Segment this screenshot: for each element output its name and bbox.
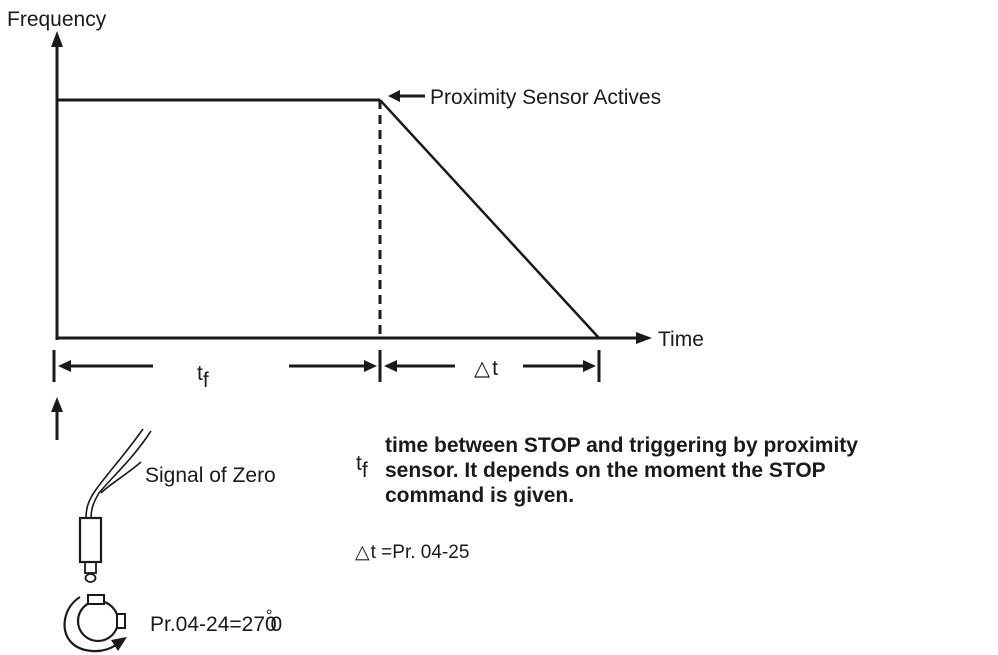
x-axis-arrowhead (636, 332, 652, 344)
proximity-pointer-arrowhead (388, 90, 400, 102)
legend-tf-line-3: command is given. (385, 484, 574, 507)
proximity-sensor-drawing (78, 428, 152, 583)
delta-t-label: △t (474, 357, 498, 380)
tf-label: tf (197, 362, 209, 392)
x-axis (57, 332, 652, 344)
legend-pr-04-24: Pr.04-24=270°0 (150, 606, 282, 636)
delta-t-dimension (384, 350, 601, 382)
encoder-disk-drawing (63, 594, 127, 653)
legend-tf-line-1: time between STOP and triggering by prox… (385, 434, 858, 457)
legend-tf-symbol: tf (356, 452, 368, 482)
proximity-sensor-label: Proximity Sensor Actives (430, 86, 661, 109)
y-axis-label: Frequency (7, 8, 107, 31)
legend-tf-line-2: sensor. It depends on the moment the STO… (385, 459, 826, 482)
x-axis-label: Time (658, 328, 704, 351)
deceleration-ramp (379, 99, 600, 339)
y-axis-arrowhead (51, 31, 63, 47)
tf-dimension (52, 350, 382, 382)
signal-of-zero-label: Signal of Zero (145, 464, 276, 487)
zero-signal-arrowhead (51, 397, 63, 412)
rotation-arrowhead-icon (111, 637, 127, 651)
rotation-arrow (63, 596, 117, 653)
legend-delta-t: △t =Pr. 04-25 (355, 542, 469, 563)
y-axis (51, 31, 63, 340)
